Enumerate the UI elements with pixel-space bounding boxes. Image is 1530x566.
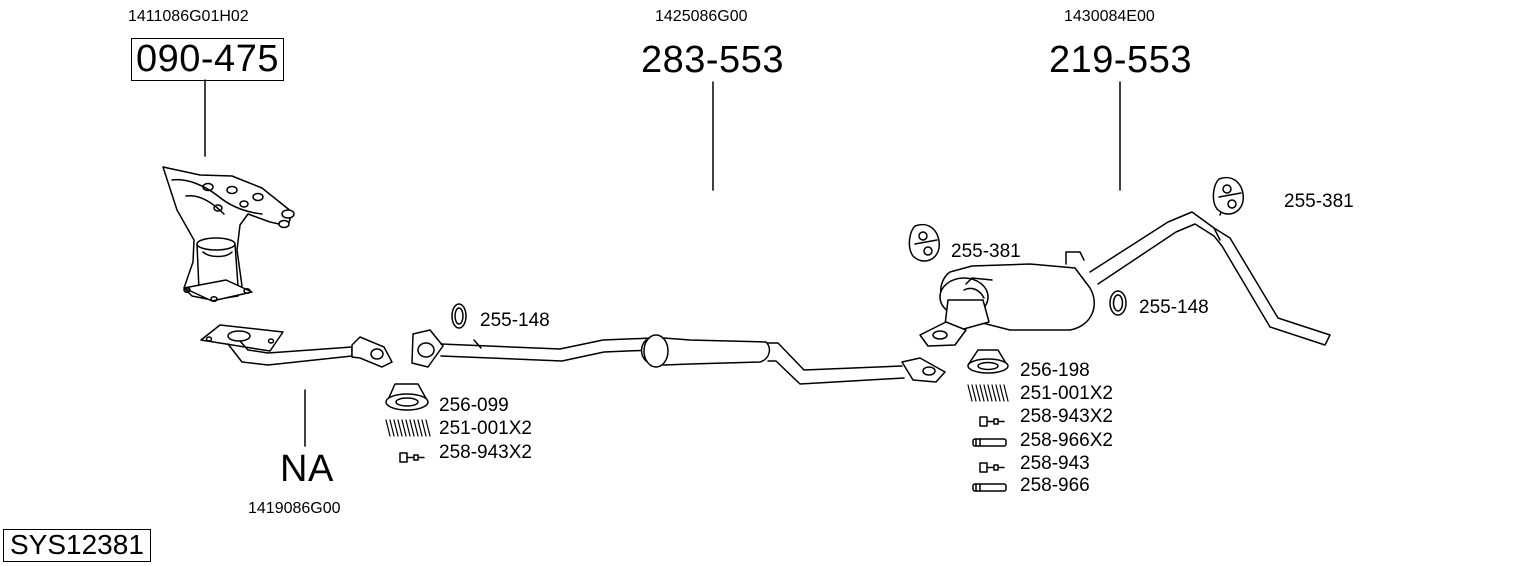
rubber-mount-1 — [908, 223, 940, 262]
oem-number-center-pipe: 1425086G00 — [655, 8, 748, 25]
bolt-258-943X2-front — [399, 452, 425, 463]
part-number-rear-silencer[interactable]: 219-553 — [1049, 39, 1192, 81]
stud-258-966 — [972, 483, 1007, 492]
front-pipe — [200, 324, 393, 368]
spring-set-1 — [385, 419, 431, 437]
center-pipe-resonator — [411, 329, 946, 385]
part-number-manifold[interactable]: 090-475 — [131, 38, 284, 81]
rear-silencer-tailpipe — [919, 203, 1331, 347]
part-label-gasket-rear[interactable]: 255-148 — [1139, 297, 1209, 318]
bolt-258-943X2-rear — [979, 416, 1005, 427]
part-label-sealing-ring-rear[interactable]: 256-198 — [1020, 360, 1090, 381]
sealing-ring-256-198 — [967, 349, 1009, 374]
oem-number-manifold: 1411086G01H02 — [128, 8, 249, 25]
part-label-mount-2[interactable]: 255-381 — [1284, 191, 1354, 212]
oem-number-rear-silencer: 1430084E00 — [1064, 8, 1155, 25]
sealing-ring-256-099 — [385, 383, 429, 411]
gasket-ring-2 — [1109, 290, 1127, 316]
bolt-258-943-rear — [979, 462, 1005, 473]
part-label-bolt-rear[interactable]: 258-943 — [1020, 453, 1090, 474]
oem-number-front-pipe: 1419086G00 — [248, 500, 341, 517]
part-label-gasket-front[interactable]: 255-148 — [480, 310, 550, 331]
part-label-sealing-ring-front[interactable]: 256-099 — [439, 395, 509, 416]
stud-258-966X2 — [972, 438, 1007, 447]
part-label-spring-front[interactable]: 251-001X2 — [439, 418, 532, 439]
part-label-stud-rear[interactable]: 258-966 — [1020, 475, 1090, 496]
part-label-bolt-rear-x2[interactable]: 258-943X2 — [1020, 406, 1113, 427]
part-number-center-pipe[interactable]: 283-553 — [641, 39, 784, 81]
part-label-mount-1[interactable]: 255-381 — [951, 241, 1021, 262]
system-code: SYS12381 — [3, 529, 151, 562]
exhaust-manifold-catalyst — [162, 166, 295, 303]
part-number-front-pipe[interactable]: NA — [280, 448, 334, 490]
rubber-mount-2 — [1212, 176, 1244, 215]
part-label-bolt-front[interactable]: 258-943X2 — [439, 442, 532, 463]
part-label-spring-rear[interactable]: 251-001X2 — [1020, 383, 1113, 404]
gasket-ring-1 — [451, 303, 467, 329]
spring-set-2 — [967, 384, 1009, 402]
part-label-stud-rear-x2[interactable]: 258-966X2 — [1020, 430, 1113, 451]
